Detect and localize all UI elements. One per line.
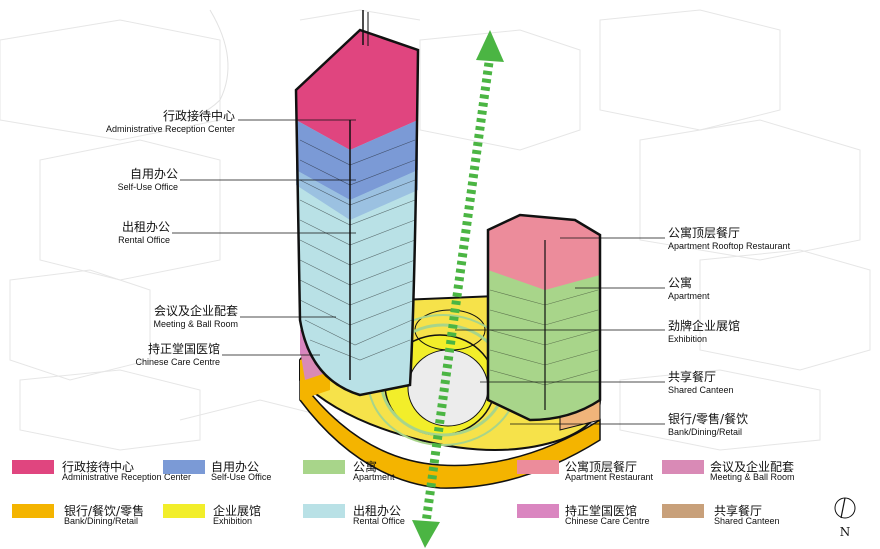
callout-en: Meeting & Ball Room <box>153 318 238 329</box>
legend-en: Exhibition <box>213 516 253 526</box>
legend-item-apartment: 公寓 Apartment <box>303 458 438 494</box>
apartment-tower <box>486 213 602 422</box>
legend-en: Apartment <box>353 472 395 482</box>
callout-self-use-office: 自用办公 Self-Use Office <box>80 167 178 192</box>
legend-en: Shared Canteen <box>714 516 780 526</box>
callout-en: Chinese Care Centre <box>135 356 220 367</box>
callout-rooftop-restaurant: 公寓顶层餐厅 Apartment Rooftop Restaurant <box>668 226 838 251</box>
callout-shared-canteen: 共享餐厅 Shared Canteen <box>668 370 788 395</box>
callout-apartment: 公寓 Apartment <box>668 276 788 301</box>
callout-zh: 出租办公 <box>121 220 170 234</box>
callout-admin-reception: 行政接待中心 Administrative Reception Center <box>80 109 235 134</box>
callout-zh: 劲牌企业展馆 <box>668 319 741 333</box>
legend-zh: 共享餐厅 <box>714 504 763 518</box>
callout-zh: 行政接待中心 <box>162 109 235 123</box>
legend-en: Bank/Dining/Retail <box>64 516 139 526</box>
legend-swatch <box>303 460 345 474</box>
legend-zh: 持正堂国医馆 <box>565 504 638 518</box>
legend-en: Meeting & Ball Room <box>710 472 795 482</box>
north-label: N <box>840 525 851 539</box>
legend-swatch <box>163 504 205 518</box>
office-tower <box>294 10 420 397</box>
legend-swatch <box>662 460 704 474</box>
context-buildings <box>0 9 871 451</box>
north-arrow: N <box>833 496 857 540</box>
legend-en: Self-Use Office <box>211 472 272 482</box>
compass-icon: N <box>834 497 856 539</box>
legend-item-admin-reception: 行政接待中心 Administrative Reception Center <box>12 458 191 494</box>
legend-zh: 公寓 <box>353 460 378 474</box>
legend-en: Chinese Care Centre <box>565 516 650 526</box>
callout-zh: 会议及企业配套 <box>153 304 238 318</box>
legend-swatch <box>662 504 704 518</box>
legend-swatch <box>517 460 559 474</box>
context-road <box>169 9 229 121</box>
legend-zh: 企业展馆 <box>213 504 262 518</box>
callout-chinese-care: 持正堂国医馆 Chinese Care Centre <box>80 342 220 367</box>
callout-en: Apartment Rooftop Restaurant <box>668 240 791 251</box>
legend-item-rental-office: 出租办公 Rental Office <box>303 502 438 538</box>
legend-swatch <box>517 504 559 518</box>
callout-en: Self-Use Office <box>117 181 178 192</box>
legend-zh: 自用办公 <box>211 460 260 474</box>
callout-en: Bank/Dining/Retail <box>668 426 743 437</box>
legend-item-apartment-restaurant: 公寓顶层餐厅 Apartment Restaurant <box>517 458 667 494</box>
legend-zh: 银行/餐饮/零售 <box>64 504 145 518</box>
callout-zh: 公寓 <box>668 276 693 290</box>
callout-zh: 持正堂国医馆 <box>147 342 220 356</box>
legend-item-shared-canteen: 共享餐厅 Shared Canteen <box>662 502 812 538</box>
callout-en: Shared Canteen <box>668 384 734 395</box>
callout-zh: 共享餐厅 <box>668 370 717 384</box>
callout-en: Administrative Reception Center <box>105 123 235 134</box>
legend-swatch <box>303 504 345 518</box>
callout-meeting-room: 会议及企业配套 Meeting & Ball Room <box>80 304 238 329</box>
legend-item-exhibition: 企业展馆 Exhibition <box>163 502 298 538</box>
legend-item-self-use-office: 自用办公 Self-Use Office <box>163 458 298 494</box>
callout-zh: 银行/零售/餐饮 <box>668 412 749 426</box>
callout-bank-dining-retail: 银行/零售/餐饮 Bank/Dining/Retail <box>668 412 788 437</box>
legend-item-bank-dining-retail: 银行/餐饮/零售 Bank/Dining/Retail <box>12 502 162 538</box>
legend-en: Apartment Restaurant <box>565 472 654 482</box>
legend-zh: 公寓顶层餐厅 <box>565 460 638 474</box>
legend-en: Administrative Reception Center <box>62 472 192 482</box>
leader-lines <box>172 119 665 425</box>
legend-swatch <box>12 504 54 518</box>
legend-item-meeting-room: 会议及企业配套 Meeting & Ball Room <box>662 458 812 494</box>
callout-en: Rental Office <box>118 234 170 245</box>
legend-zh: 行政接待中心 <box>62 460 135 474</box>
wind-arrow <box>412 30 504 548</box>
legend-swatch <box>12 460 54 474</box>
callout-rental-office: 出租办公 Rental Office <box>80 220 170 245</box>
callout-exhibition: 劲牌企业展馆 Exhibition <box>668 319 788 344</box>
legend-zh: 会议及企业配套 <box>710 460 795 474</box>
legend-en: Rental Office <box>353 516 405 526</box>
callout-en: Apartment <box>668 290 710 301</box>
callout-zh: 公寓顶层餐厅 <box>668 226 741 240</box>
callout-zh: 自用办公 <box>129 167 178 181</box>
callout-en: Exhibition <box>668 333 708 344</box>
legend-swatch <box>163 460 205 474</box>
legend-zh: 出租办公 <box>353 504 402 518</box>
legend-item-chinese-care: 持正堂国医馆 Chinese Care Centre <box>517 502 667 538</box>
